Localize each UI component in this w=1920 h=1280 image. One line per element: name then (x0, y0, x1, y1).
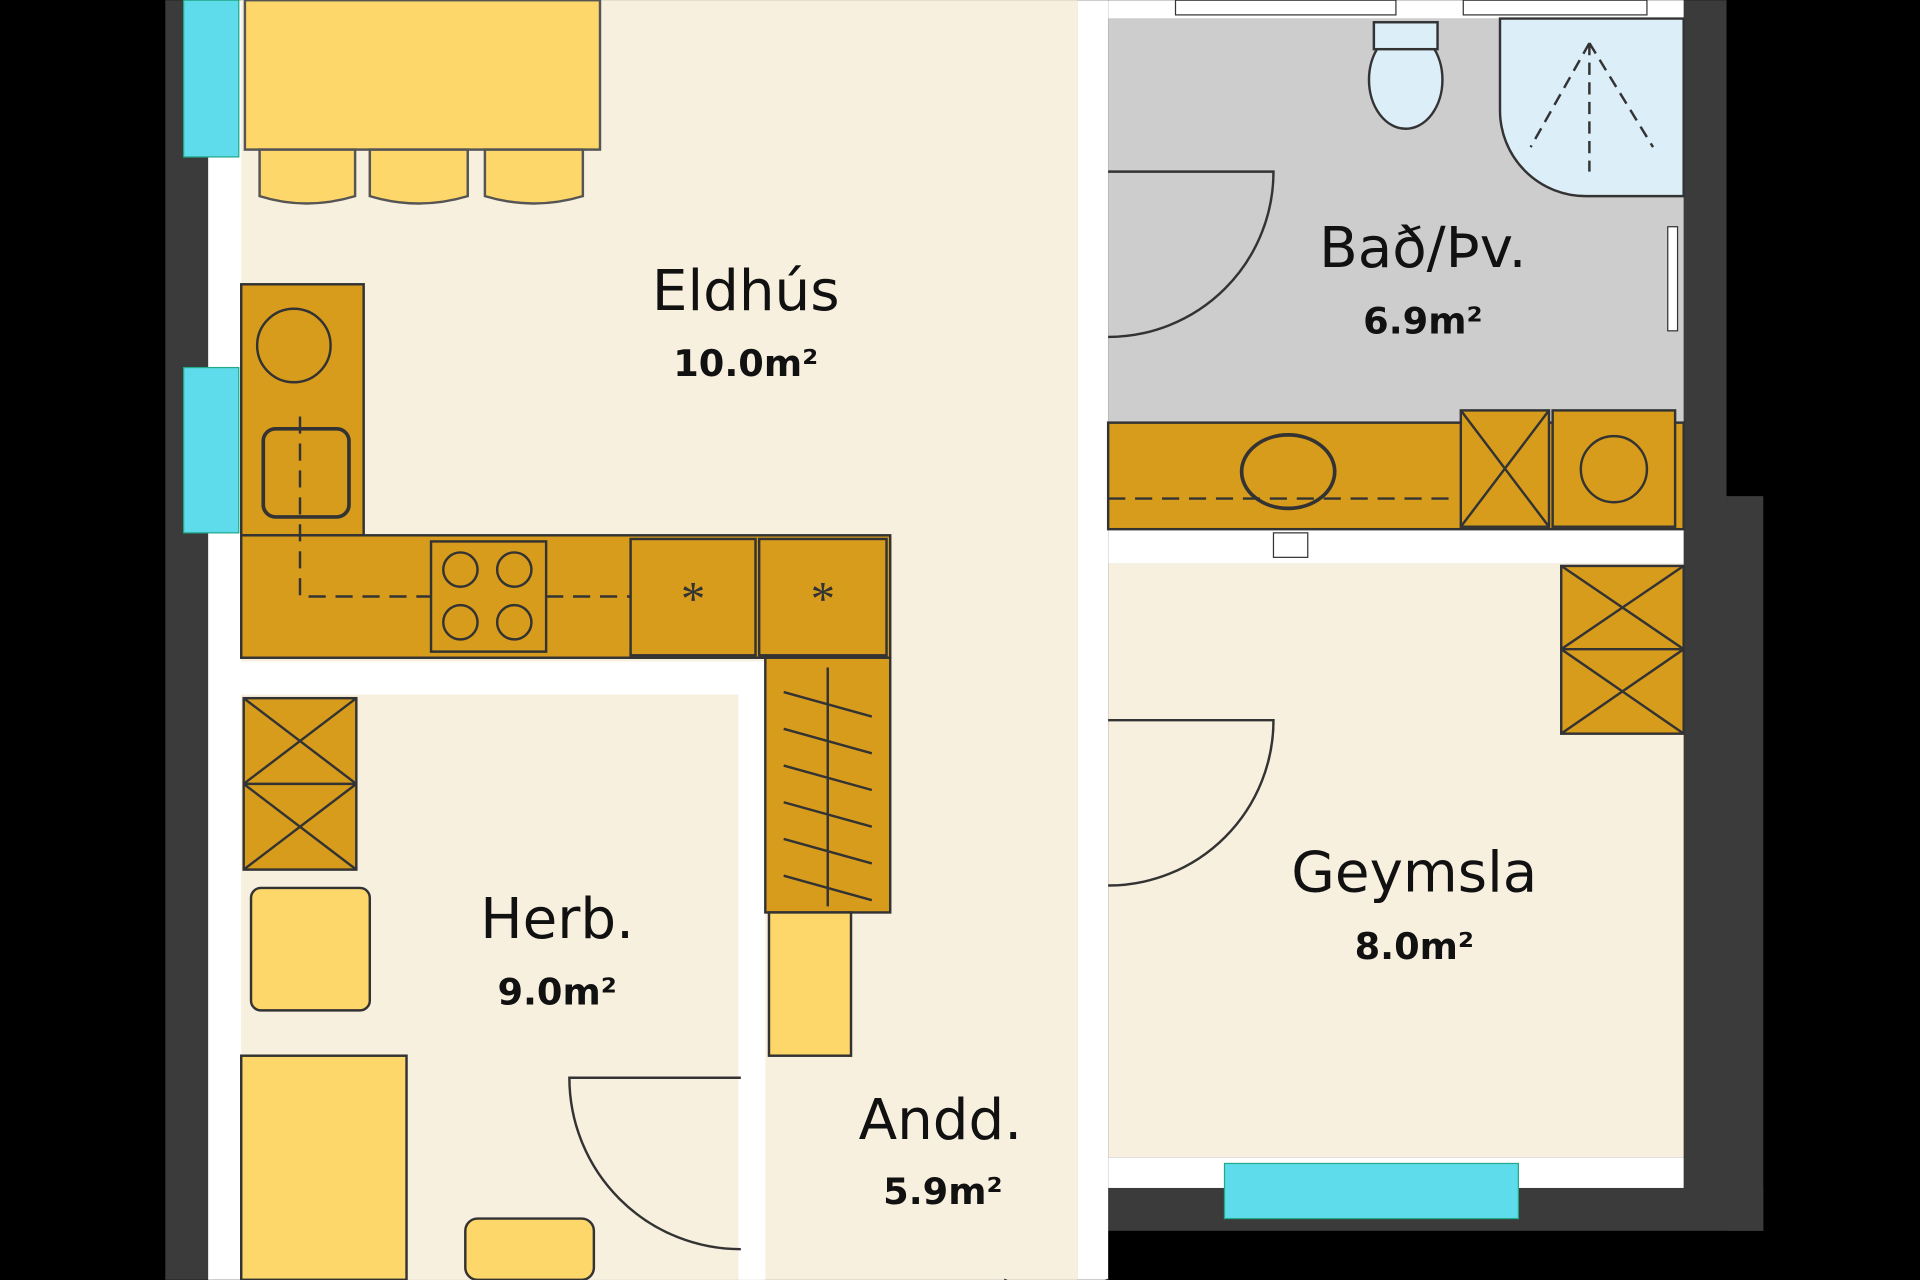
bathroom-radiator (1667, 226, 1679, 332)
storage-cabinet-cross-icon (1560, 564, 1685, 735)
room-area-bedroom: 9.0m² (497, 970, 616, 1013)
exterior-wall-right (1683, 0, 1727, 1195)
bedroom-door-swing (568, 1076, 741, 1251)
shoe-cabinet (767, 911, 853, 1057)
room-name-bedroom: Herb. (480, 887, 634, 952)
washing-machine-icon (1579, 434, 1649, 504)
wardrobe-cross-icon (242, 697, 358, 871)
chair (483, 148, 585, 205)
freezer (757, 537, 888, 657)
room-area-hallway: 5.9m² (883, 1170, 1002, 1213)
bathroom-door-swing (1108, 170, 1275, 339)
bedroom-right-wall (738, 694, 766, 1280)
cabinet-cross-icon (1459, 409, 1550, 528)
storage-door-swing (1108, 718, 1275, 887)
shower (1498, 17, 1685, 198)
bathroom-shelf-2 (1462, 0, 1648, 16)
bedroom-top-wall (241, 661, 766, 695)
bed (240, 1054, 408, 1280)
floor-drain (1272, 532, 1309, 558)
chair (368, 148, 469, 205)
bedroom-chair (249, 886, 372, 1012)
freezer-icon: * (811, 571, 835, 626)
room-name-hallway: Andd. (859, 1088, 1023, 1153)
toilet-tank (1372, 21, 1439, 51)
room-name-storage: Geymsla (1291, 841, 1537, 906)
chair (258, 148, 357, 205)
room-area-storage: 8.0m² (1355, 925, 1474, 968)
sink-icon (261, 426, 351, 519)
shower-drain-icon (1529, 42, 1655, 172)
exterior-wall-right-step (1726, 496, 1764, 1231)
exterior-wall-left (165, 0, 215, 1280)
dishwasher-icon (255, 307, 332, 384)
room-area-kitchen: 10.0m² (673, 342, 818, 385)
stove-burners-icon (442, 551, 533, 641)
desk-chair (464, 1217, 596, 1280)
window-bottom (1223, 1162, 1519, 1220)
dining-chairs (258, 148, 585, 205)
bathroom-sink-icon (1239, 433, 1337, 511)
window-left-top (183, 0, 240, 158)
bathroom-shelf (1174, 0, 1397, 16)
counter-edge-line (298, 416, 631, 598)
interior-wall-storage (1108, 529, 1684, 564)
counter-vertical (240, 283, 365, 537)
room-name-bathroom: Bað/Þv. (1319, 216, 1527, 281)
interior-wall-center (1077, 0, 1109, 1280)
fridge-icon: * (681, 571, 705, 626)
room-area-bathroom: 6.9m² (1363, 299, 1482, 342)
window-left-middle (183, 366, 240, 534)
room-name-kitchen: Eldhús (652, 259, 840, 324)
fridge (629, 537, 757, 657)
washing-machine (1551, 409, 1677, 528)
dining-table (243, 0, 602, 151)
wardrobe-hangers-icon (783, 667, 873, 907)
